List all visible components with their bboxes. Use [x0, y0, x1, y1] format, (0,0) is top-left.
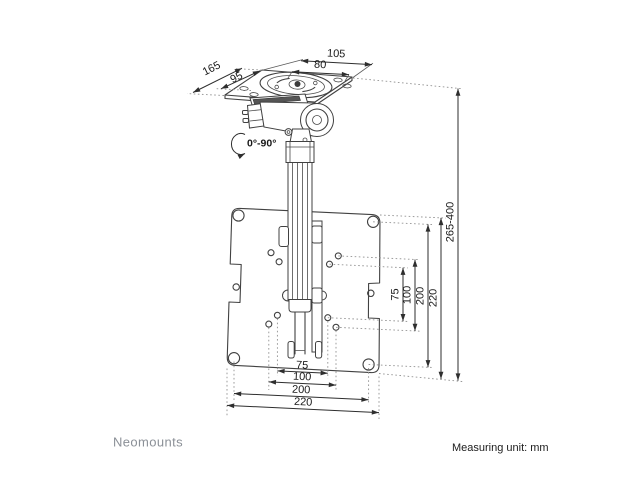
dim-label-ceiling-inner-width: 80 — [314, 59, 327, 72]
vesa-hole — [332, 323, 340, 331]
vesa-hole — [275, 258, 283, 266]
dim-label-ceiling-outer-depth: 165 — [201, 59, 223, 78]
dim-label-h220: 220 — [294, 396, 313, 409]
dim-label-v220: 220 — [428, 289, 440, 307]
dim-line-h220 — [226, 403, 380, 415]
vesa-hole — [367, 289, 375, 298]
dim-line-h100 — [268, 379, 337, 388]
hinge-cylinder — [300, 103, 334, 137]
dim-label-v200: 200 — [415, 287, 427, 305]
dim-line-105 — [300, 58, 373, 67]
vesa-hole — [324, 314, 332, 322]
dim-label-v75: 75 — [390, 288, 402, 300]
vesa-hole — [267, 249, 275, 257]
dim-line-95 — [220, 70, 261, 90]
tilt-hinge — [242, 93, 334, 144]
dim-label-ceiling-outer-width: 105 — [327, 48, 346, 61]
dimension-annotations: 105 80 165 95 0°-90° 75 100 200 220 265-… — [186, 48, 464, 419]
center-bolt — [294, 81, 301, 87]
dim-line-80 — [291, 69, 350, 77]
vesa-hole — [265, 320, 273, 328]
tilt-range-label: 0°-90° — [247, 138, 276, 150]
vesa-hole — [334, 252, 342, 260]
telescopic-column — [278, 141, 327, 359]
dim-label-h200: 200 — [292, 384, 311, 397]
measuring-unit-note: Measuring unit: mm — [452, 442, 549, 454]
brand-logo: Neomounts — [113, 435, 183, 450]
dim-line-h200 — [233, 391, 369, 402]
vesa-hole — [273, 311, 281, 319]
dim-line-h75 — [277, 368, 328, 376]
dim-label-h75: 75 — [296, 359, 309, 372]
tilt-range-annotation — [230, 133, 246, 159]
dim-label-h100: 100 — [293, 371, 312, 384]
vesa-hole — [227, 352, 241, 365]
rotation-arc — [230, 133, 246, 159]
vesa-hole — [325, 260, 334, 268]
vesa-hole — [232, 209, 245, 222]
vesa-hole — [232, 283, 240, 291]
dim-label-v100: 100 — [402, 286, 414, 304]
dim-label-ceiling-inner-depth: 95 — [228, 70, 244, 86]
dim-label-height-range: 265-400 — [445, 202, 457, 242]
